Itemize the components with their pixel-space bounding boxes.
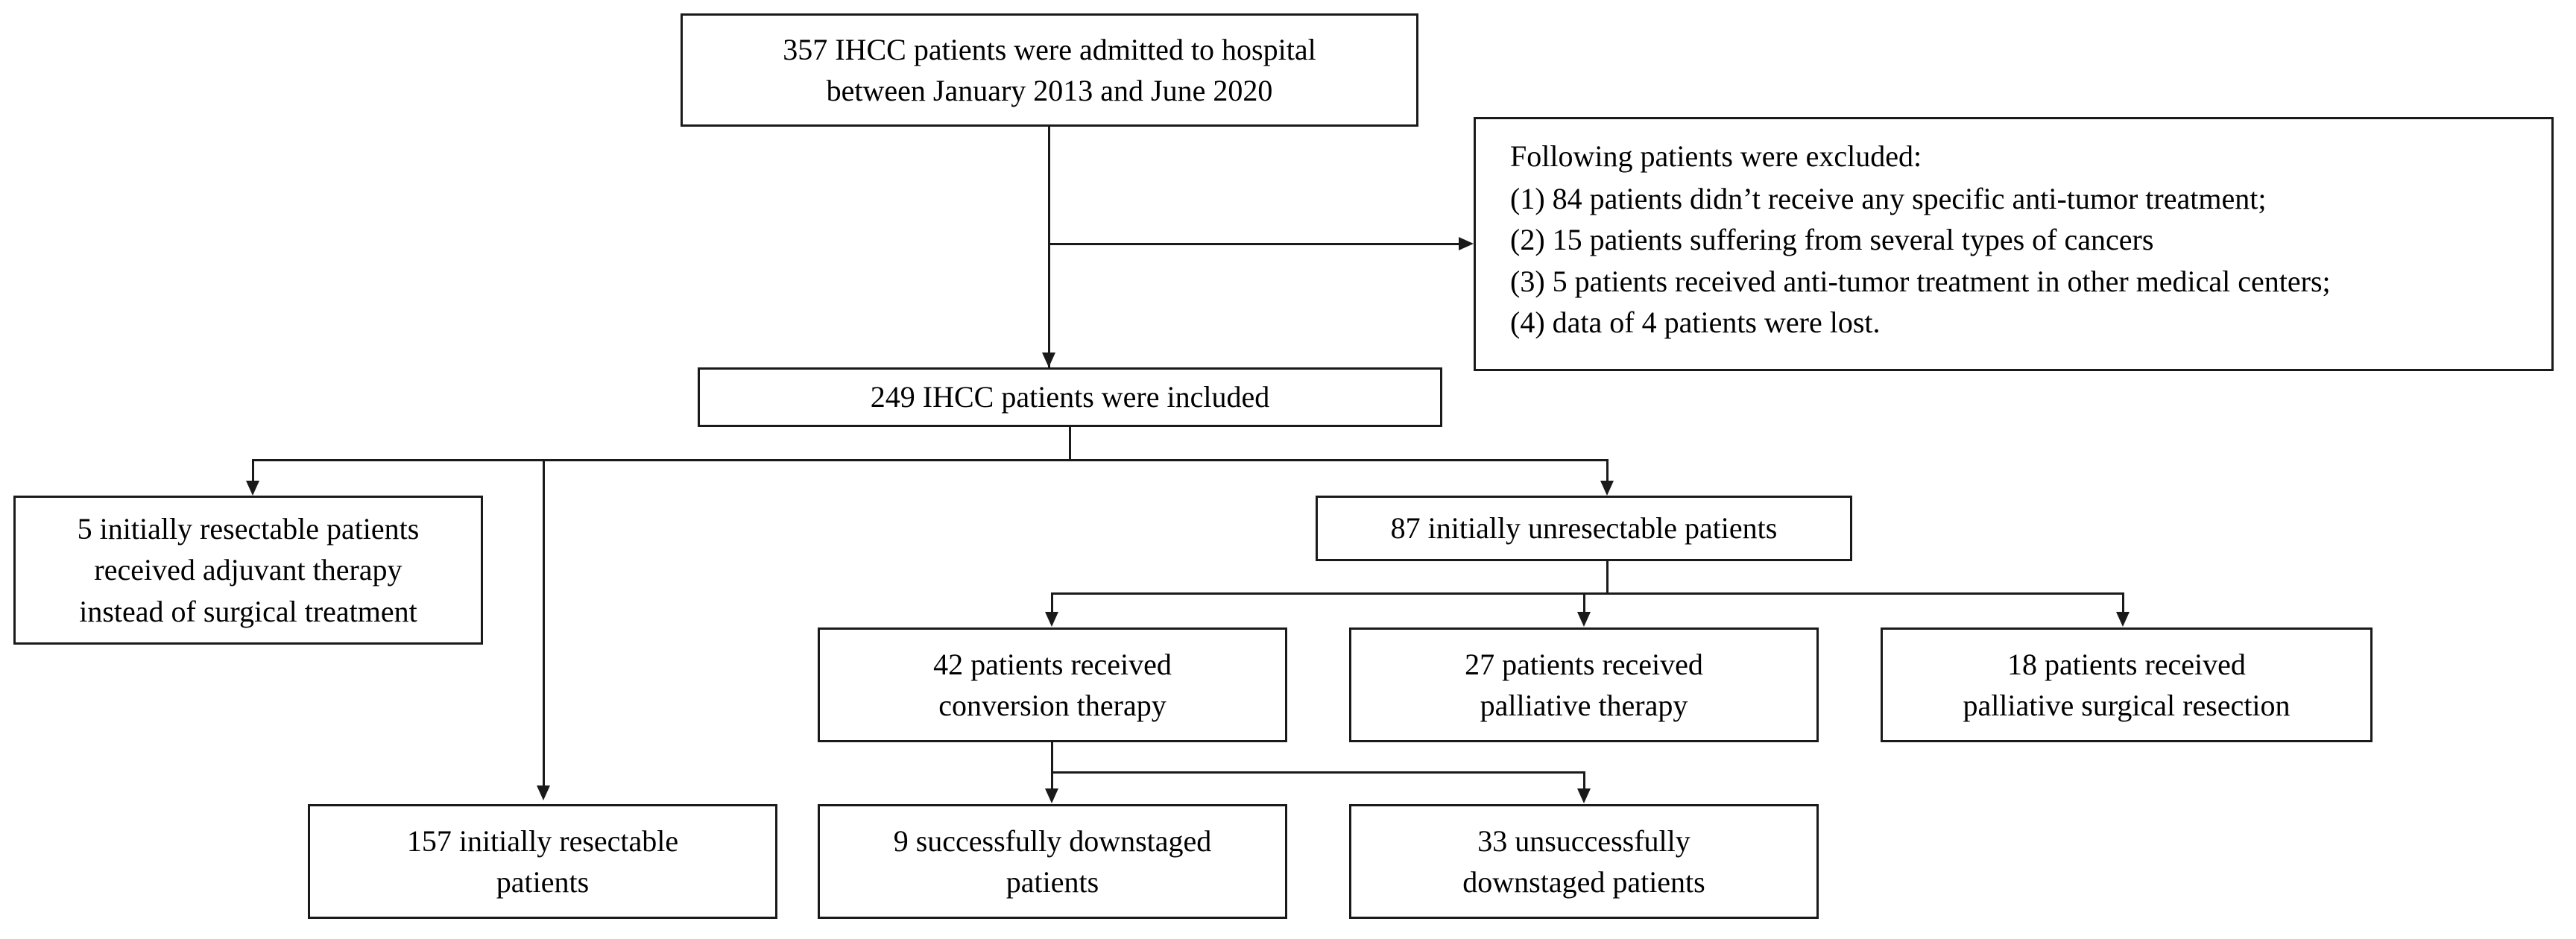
- node-resectable-157: 157 initially resectable patients: [308, 804, 777, 919]
- edge-admitted-to-excluded: [1048, 243, 1460, 245]
- excluded-item-4: (4) data of 4 patients were lost.: [1510, 305, 1881, 339]
- edge-included-to-adjuvant: [252, 459, 254, 483]
- edge-unresectable-stem: [1606, 561, 1609, 595]
- node-included: 249 IHCC patients were included: [698, 367, 1442, 427]
- edge-included-split-bar: [252, 459, 1609, 461]
- edge-admitted-trunk: [1048, 127, 1050, 367]
- node-adjuvant-label: 5 initially resectable patients received…: [77, 512, 420, 628]
- arrow-to-downstaged-fail: [1577, 788, 1591, 803]
- node-resectable-157-label: 157 initially resectable patients: [406, 823, 679, 899]
- node-unresectable-label: 87 initially unresectable patients: [1390, 511, 1778, 546]
- arrow-to-excluded: [1459, 237, 1474, 250]
- edge-conversion-stem: [1051, 742, 1053, 774]
- excluded-heading: Following patients were excluded:: [1510, 139, 1922, 173]
- node-unresectable: 87 initially unresectable patients: [1316, 496, 1852, 561]
- arrow-to-downstaged-success: [1045, 788, 1058, 803]
- node-downstaged-success: 9 successfully downstaged patients: [818, 804, 1287, 919]
- node-conversion: 42 patients received conversion therapy: [818, 627, 1287, 742]
- edge-unresectable-to-conversion: [1051, 592, 1053, 613]
- node-adjuvant: 5 initially resectable patients received…: [13, 496, 483, 645]
- edge-unresectable-split-bar: [1051, 592, 2124, 595]
- node-downstaged-success-label: 9 successfully downstaged patients: [893, 823, 1212, 899]
- node-palliative-surgery: 18 patients received palliative surgical…: [1881, 627, 2373, 742]
- edge-included-stem: [1069, 427, 1071, 461]
- node-downstaged-fail-label: 33 unsuccessfully downstaged patients: [1462, 823, 1705, 899]
- node-downstaged-fail: 33 unsuccessfully downstaged patients: [1349, 804, 1819, 919]
- arrow-to-conversion: [1045, 612, 1058, 627]
- arrow-to-palliative-therapy: [1577, 612, 1591, 627]
- edge-unresectable-to-palliative-surgery: [2122, 592, 2124, 613]
- arrow-to-resectable-157: [537, 785, 550, 800]
- arrow-to-adjuvant: [246, 481, 259, 496]
- arrow-to-palliative-surgery: [2116, 612, 2130, 627]
- node-admitted-label: 357 IHCC patients were admitted to hospi…: [783, 32, 1316, 107]
- edge-conversion-to-downstaged-fail: [1583, 771, 1585, 790]
- edge-unresectable-to-palliative-therapy: [1583, 592, 1585, 613]
- node-palliative-therapy: 27 patients received palliative therapy: [1349, 627, 1819, 742]
- edge-included-to-resectable-157: [543, 459, 545, 785]
- arrow-admitted-to-included: [1042, 352, 1055, 367]
- edge-included-to-unresectable: [1606, 459, 1609, 483]
- excluded-item-3: (3) 5 patients received anti-tumor treat…: [1510, 264, 2331, 298]
- edge-conversion-split-bar: [1051, 771, 1585, 774]
- node-palliative-surgery-label: 18 patients received palliative surgical…: [1963, 647, 2291, 722]
- node-palliative-therapy-label: 27 patients received palliative therapy: [1465, 647, 1703, 722]
- node-included-label: 249 IHCC patients were included: [870, 380, 1270, 414]
- edge-conversion-to-downstaged-success: [1051, 771, 1053, 790]
- node-excluded: Following patients were excluded: (1) 84…: [1474, 117, 2554, 371]
- excluded-item-2: (2) 15 patients suffering from several t…: [1510, 223, 2154, 257]
- arrow-to-unresectable: [1600, 481, 1614, 496]
- node-admitted: 357 IHCC patients were admitted to hospi…: [681, 13, 1418, 127]
- node-conversion-label: 42 patients received conversion therapy: [933, 647, 1172, 722]
- excluded-item-1: (1) 84 patients didn’t receive any speci…: [1510, 182, 2267, 216]
